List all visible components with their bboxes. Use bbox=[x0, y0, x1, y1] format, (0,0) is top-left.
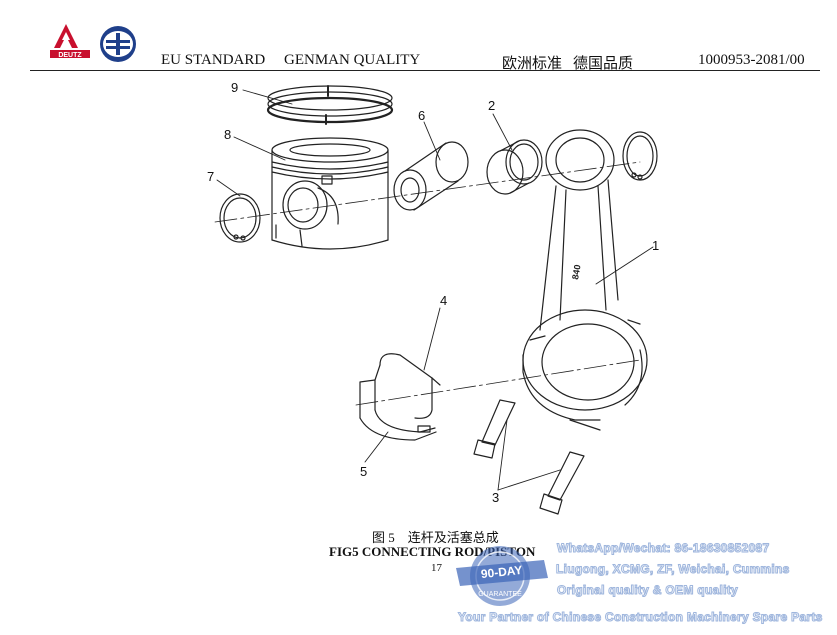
callout-2: 2 bbox=[488, 98, 495, 113]
connecting-rod-bolts bbox=[473, 399, 585, 515]
piston-pin bbox=[393, 141, 469, 211]
watermark-contact: WhatsApp/Wechat: 86-18630852087 bbox=[557, 541, 770, 556]
header-standard-cn: 欧洲标准 bbox=[502, 56, 563, 72]
piston-rings bbox=[266, 85, 394, 125]
header-standard-en: EU STANDARD bbox=[161, 52, 266, 68]
callout-4: 4 bbox=[440, 293, 447, 308]
piston-axis-centerline bbox=[214, 161, 641, 223]
header-divider bbox=[30, 70, 820, 71]
callout-7: 7 bbox=[207, 169, 214, 184]
badge-guarantee: GUARANTEE bbox=[478, 591, 522, 598]
big-end-bearing-shells bbox=[359, 353, 441, 441]
watermark-quality: Original quality & OEM quality bbox=[556, 583, 739, 598]
snap-ring-right bbox=[622, 131, 658, 181]
connecting-rod bbox=[522, 129, 648, 431]
callout-9: 9 bbox=[231, 80, 238, 95]
snap-ring-left bbox=[219, 193, 261, 243]
callout-8: 8 bbox=[224, 127, 231, 142]
rod-part-marking: 840 bbox=[570, 264, 582, 281]
faw-emblem-icon bbox=[100, 26, 136, 62]
callout-5: 5 bbox=[360, 464, 367, 479]
watermark-slogan: Your Partner of Chinese Construction Mac… bbox=[458, 610, 823, 625]
guarantee-badge: 90-DAY GUARANTEE bbox=[456, 546, 548, 606]
small-end-bushing bbox=[486, 139, 543, 195]
callout-leaders bbox=[216, 89, 654, 491]
bearing-axis-centerline bbox=[355, 359, 641, 406]
page-number: 17 bbox=[431, 562, 442, 574]
deutz-logo-text: DEUTZ bbox=[58, 52, 82, 59]
header-quality-cn: 德国品质 bbox=[573, 56, 634, 72]
piston bbox=[271, 137, 389, 250]
header-doc-number: 1000953-2081/00 bbox=[698, 52, 805, 68]
header-logos: DEUTZ bbox=[50, 24, 136, 62]
deutz-logo: DEUTZ bbox=[50, 24, 90, 59]
watermark-brands: Liugong, XCMG, ZF, Weichai, Cummins bbox=[556, 562, 790, 577]
callout-3: 3 bbox=[492, 490, 499, 505]
figure-caption-cn: 图 5 连杆及活塞总成 bbox=[372, 530, 499, 545]
callout-1: 1 bbox=[652, 238, 659, 253]
header-quality-en: GENMAN QUALITY bbox=[284, 52, 421, 68]
badge-days: 90-DAY bbox=[480, 563, 523, 581]
callout-6: 6 bbox=[418, 108, 425, 123]
